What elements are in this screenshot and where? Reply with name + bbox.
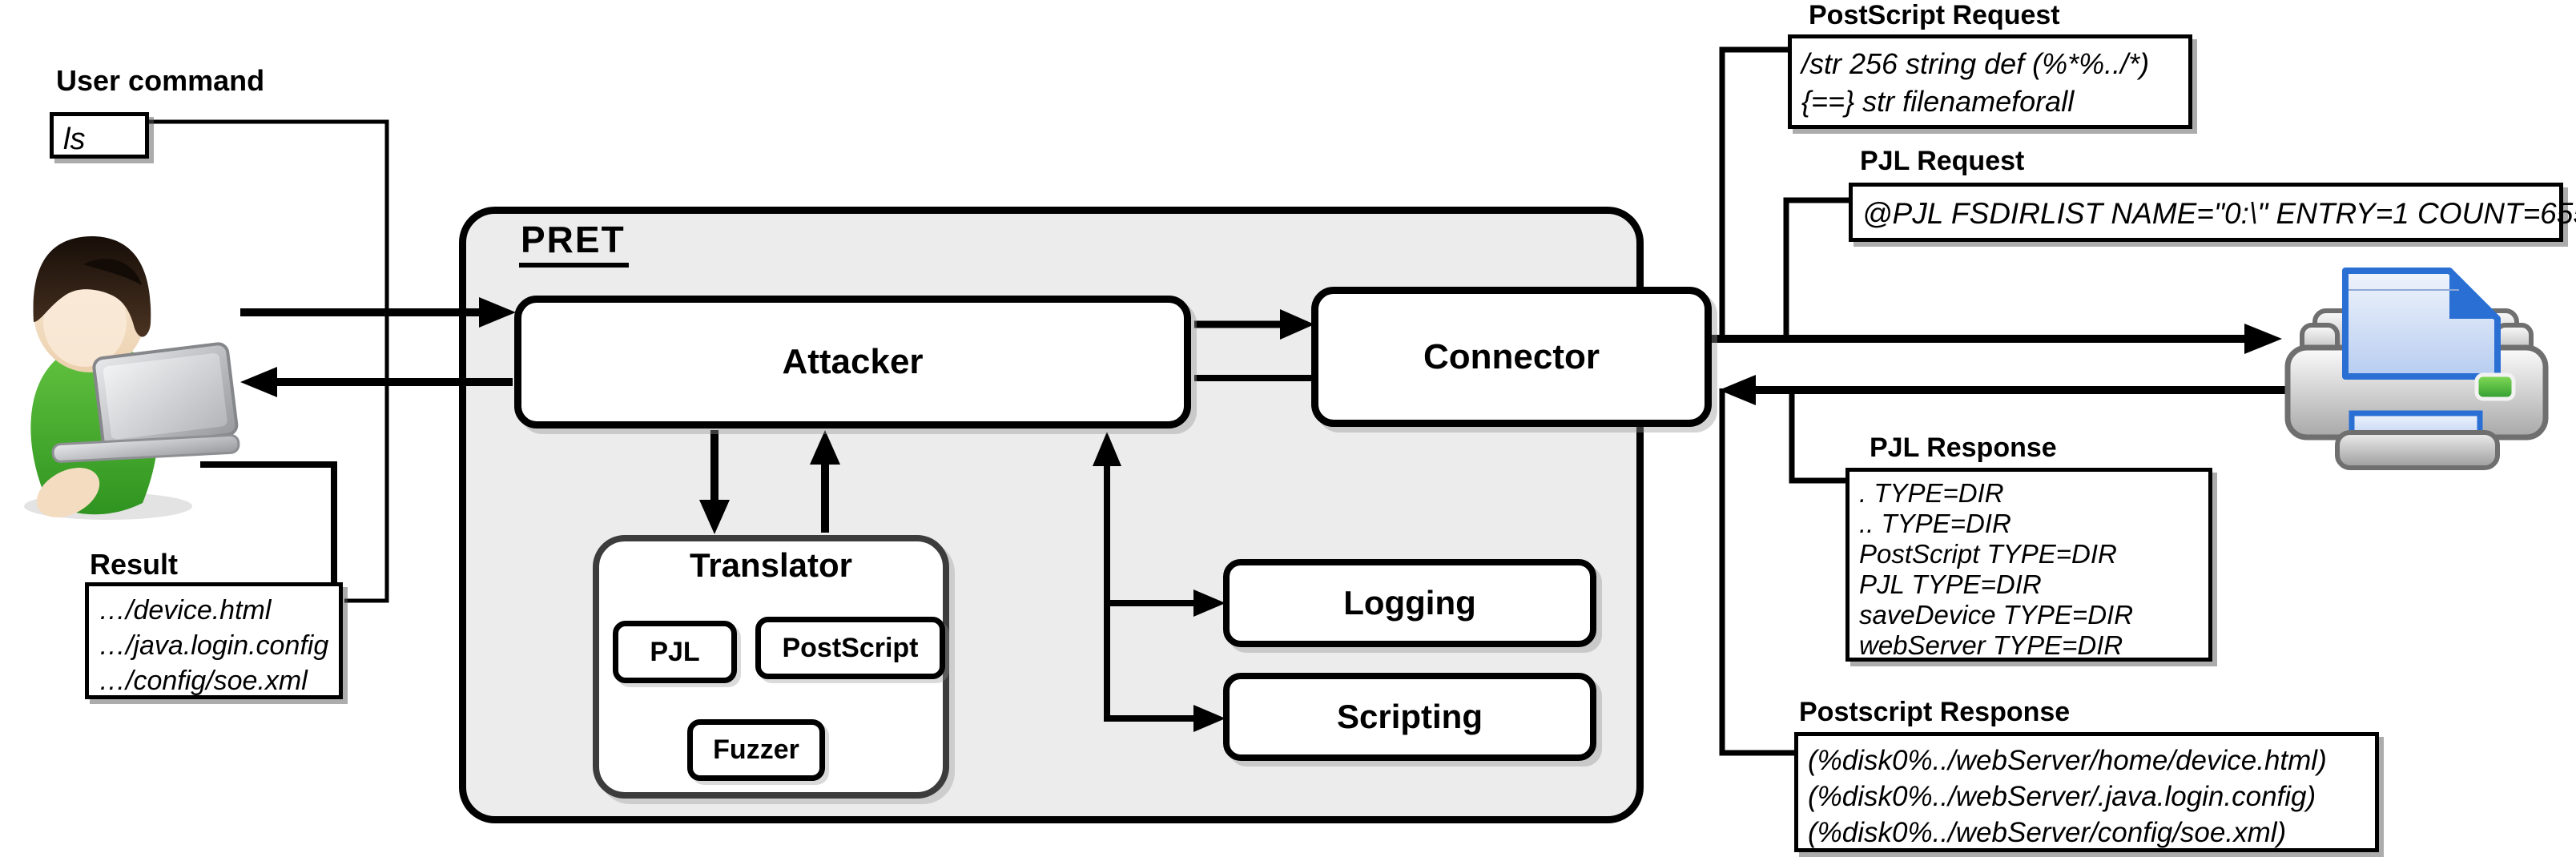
pret-title: PRET — [519, 218, 629, 268]
result-line: …/device.html — [99, 595, 272, 626]
ps-request-line — [1719, 46, 1791, 340]
user-with-laptop-icon — [24, 236, 240, 520]
pjl-response-line: . TYPE=DIR — [1859, 478, 2004, 508]
attacker-label: Attacker — [782, 342, 924, 381]
pjl-response-line: webServer TYPE=DIR — [1859, 630, 2123, 660]
scripting-label: Scripting — [1336, 698, 1483, 735]
pjl-request-box: @PJL FSDIRLIST NAME="0:\" ENTRY=1 COUNT=… — [1849, 183, 2576, 242]
attacker-to-translator-arrow — [699, 430, 730, 534]
connector-to-printer-arrow — [1712, 324, 2282, 354]
logging-node: Logging — [1223, 559, 1596, 647]
printer-to-connector-arrow — [1719, 375, 2286, 405]
pjl-response-line — [1789, 388, 1849, 484]
postscript-node: PostScript — [755, 617, 945, 679]
pjl-response-line: PostScript TYPE=DIR — [1859, 539, 2117, 569]
pret-to-user-arrow — [240, 367, 513, 397]
pjl-request-line — [1783, 197, 1852, 340]
printer-icon — [2284, 268, 2549, 470]
pjl-response-box: . TYPE=DIR .. TYPE=DIR PostScript TYPE=D… — [1845, 468, 2212, 662]
command-flow-line — [149, 119, 389, 603]
result-label: Result — [90, 548, 179, 581]
pjl-response-line: .. TYPE=DIR — [1859, 509, 2011, 538]
user-command-box: ls — [50, 112, 149, 159]
pjl-request-label: PJL Request — [1860, 146, 2025, 176]
user-command-value: ls — [63, 123, 86, 156]
translator-to-attacker-arrow — [810, 430, 840, 533]
translator-label: Translator — [689, 546, 853, 584]
result-line: …/config/soe.xml — [99, 666, 308, 696]
ps-response-label: Postscript Response — [1799, 697, 2071, 727]
result-line: …/java.login.config — [99, 630, 329, 661]
pjl-response-line: PJL TYPE=DIR — [1859, 569, 2042, 599]
pjl-node: PJL — [613, 621, 737, 683]
fuzzer-node: Fuzzer — [687, 719, 825, 781]
user-command-label: User command — [56, 64, 265, 97]
pjl-label: PJL — [650, 636, 700, 667]
result-flow-line — [200, 461, 337, 584]
ps-request-box: /str 256 string def (%*%../*) {==} str f… — [1788, 34, 2192, 129]
scripting-node: Scripting — [1223, 673, 1596, 761]
ps-request-line: {==} str filenameforall — [1801, 85, 2075, 118]
ps-response-box: (%disk0%../webServer/home/device.html) (… — [1794, 732, 2379, 852]
ps-response-line — [1719, 388, 1797, 756]
pjl-response-line: saveDevice TYPE=DIR — [1859, 600, 2134, 630]
fuzzer-label: Fuzzer — [713, 734, 799, 765]
ps-request-label: PostScript Request — [1809, 0, 2060, 30]
pjl-response-label: PJL Response — [1870, 433, 2057, 463]
ps-request-line: /str 256 string def (%*%../*) — [1801, 47, 2150, 80]
logging-label: Logging — [1343, 584, 1476, 622]
attacker-to-connector-arrow — [1194, 309, 1314, 340]
pjl-request-line: @PJL FSDIRLIST NAME="0:\" ENTRY=1 COUNT=… — [1862, 197, 2576, 230]
attacker-node: Attacker — [514, 296, 1191, 428]
branch-to-attacker-arrow — [1093, 432, 1226, 732]
ps-response-line: (%disk0%../webServer/.java.login.config) — [1808, 781, 2316, 812]
ps-response-line: (%disk0%../webServer/home/device.html) — [1808, 745, 2327, 776]
result-box: …/device.html …/java.login.config …/conf… — [85, 582, 343, 699]
connector-label: Connector — [1423, 336, 1600, 376]
ps-response-line: (%disk0%../webServer/config/soe.xml) — [1808, 817, 2287, 848]
user-to-pret-arrow — [240, 297, 516, 328]
postscript-label: PostScript — [782, 632, 919, 663]
connector-node: Connector — [1311, 287, 1712, 427]
